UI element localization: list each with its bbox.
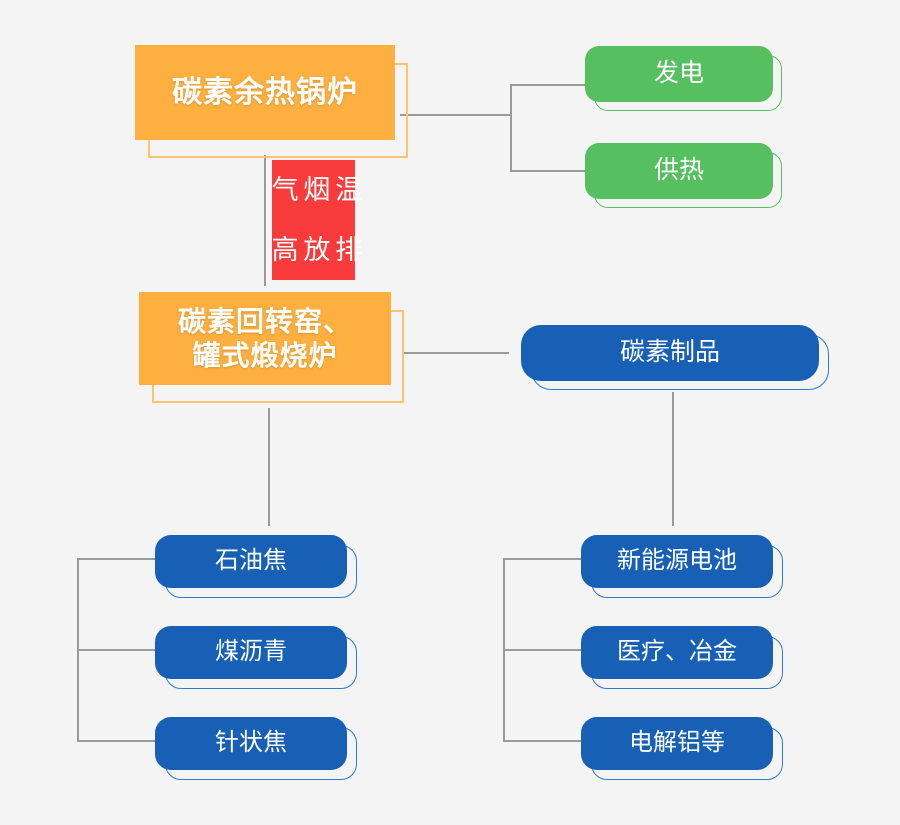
node-carbon-products[interactable]: 碳素制品 [521,325,819,381]
node-electrolytic-aluminum[interactable]: 电解铝等 [581,717,773,770]
connector-to-heat-supply [510,170,588,172]
connector-kiln-to-carbon-products [404,352,509,354]
connector-to-needle-coke [77,740,155,742]
connector-to-new-energy-battery [503,558,581,560]
connector-to-petroleum-coke [77,558,155,560]
flue-gas-column-right: 温烟气 [267,174,362,206]
node-kiln[interactable]: 碳素回转窑、 罐式煅烧炉 [139,292,391,385]
connector-boiler-to-branch [400,114,512,116]
node-flue-gas-emission[interactable]: 温烟气排放高 [268,160,361,280]
connector-boiler-to-kiln [264,155,266,286]
node-needle-coke[interactable]: 针状焦 [155,717,347,770]
node-power-generation[interactable]: 发电 [585,46,773,102]
node-coal-tar-pitch[interactable]: 煤沥青 [155,626,347,679]
connector-to-power-generation [510,84,588,86]
connector-to-medical-metallurgy [503,649,581,651]
connector-kiln-to-raw-materials [268,408,270,526]
node-boiler[interactable]: 碳素余热锅炉 [135,45,395,140]
node-medical-metallurgy[interactable]: 医疗、冶金 [581,626,773,679]
node-petroleum-coke[interactable]: 石油焦 [155,535,347,588]
connector-to-coal-tar-pitch [77,649,155,651]
node-heat-supply[interactable]: 供热 [585,143,773,199]
kiln-label-line1: 碳素回转窑、 [177,306,352,338]
flue-gas-column-left: 排放高 [267,234,362,266]
connector-green-bracket-vertical [510,84,512,172]
connector-to-electrolytic-aluminum [503,740,581,742]
node-new-energy-battery[interactable]: 新能源电池 [581,535,773,588]
kiln-label-line2: 罐式煅烧炉 [192,339,338,371]
connector-carbon-products-to-applications [672,392,674,526]
